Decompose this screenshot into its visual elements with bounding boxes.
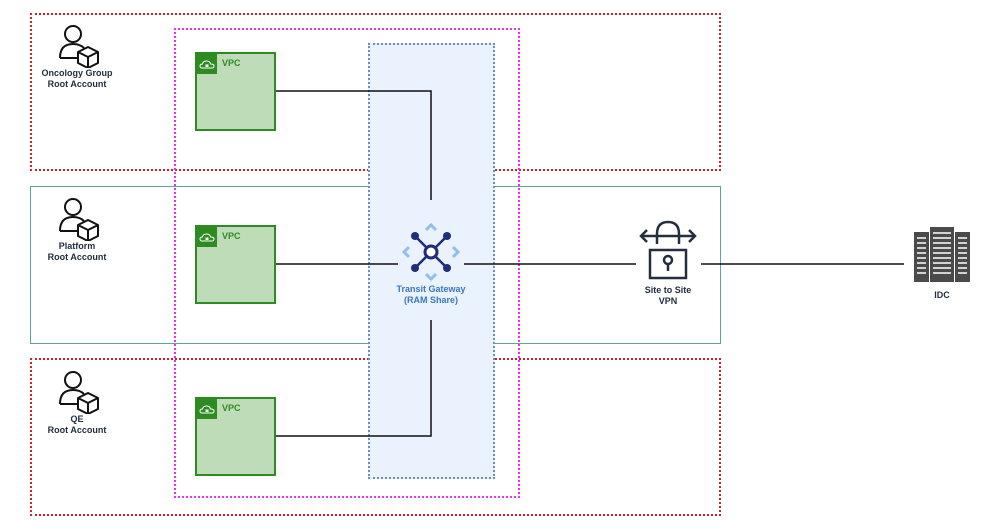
account-type: Root Account [47,252,107,262]
cloud-lock-icon [197,54,217,74]
account-qe-label: QE Root Account [30,414,124,436]
cloud-lock-icon [197,227,217,247]
organization-boundary [174,28,520,498]
padlock-with-arrows-icon [639,220,697,280]
account-oncology: Oncology Group Root Account [30,20,124,90]
server-rack-icon [914,227,970,282]
vpn-type: VPN [658,296,678,306]
vpc-label: VPC [222,58,241,68]
user-with-cube-icon [59,371,99,414]
user-with-cube-icon [59,25,99,68]
vpc-oncology[interactable]: VPC [195,52,276,131]
connector-oncology-vpc-tgw [276,90,432,200]
account-name: QE [70,414,84,424]
transit-gateway-label: Transit Gateway (RAM Share) [381,284,481,306]
transit-gateway-icon [401,222,461,282]
vpc-label: VPC [222,231,241,241]
connector-qe-vpc-tgw [276,320,432,437]
user-with-cube-icon [59,198,99,241]
vpc-label: VPC [222,403,241,413]
site-to-site-vpn[interactable]: Site to Site VPN [628,218,708,307]
account-type: Root Account [47,79,107,89]
account-platform: Platform Root Account [30,193,124,263]
vpc-platform[interactable]: VPC [195,225,276,304]
account-platform-label: Platform Root Account [30,241,124,263]
transit-gateway-share: (RAM Share) [403,295,458,305]
transit-gateway-name: Transit Gateway [396,284,466,294]
vpn-name: Site to Site [644,285,692,295]
idc-label: IDC [934,290,950,300]
account-oncology-label: Oncology Group Root Account [30,68,124,90]
account-name: Platform [58,241,96,251]
cloud-lock-icon [197,399,217,419]
vpn-label: Site to Site VPN [628,285,708,307]
vpc-qe[interactable]: VPC [195,397,276,476]
account-qe: QE Root Account [30,366,124,436]
transit-gateway[interactable]: Transit Gateway (RAM Share) [381,222,481,306]
account-type: Root Account [47,425,107,435]
idc-datacenter[interactable]: IDC [908,226,976,301]
account-name: Oncology Group [41,68,113,78]
